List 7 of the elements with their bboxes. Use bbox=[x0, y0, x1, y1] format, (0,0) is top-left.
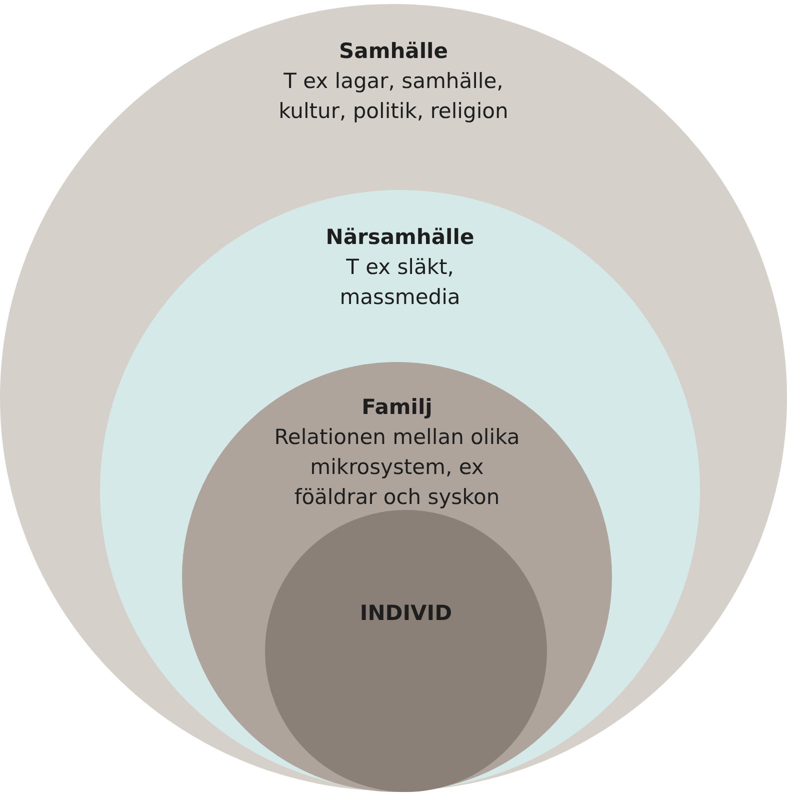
layer-description: T ex släkt, massmedia bbox=[338, 254, 462, 311]
layer-description: Relationen mellan olika mikrosystem, ex föäldrar och syskon bbox=[273, 424, 521, 511]
layer-description: T ex lagar, samhälle, kultur, politik, religion bbox=[278, 68, 510, 125]
layer-heading: Närsamhälle bbox=[324, 224, 476, 251]
layer-heading: Familj bbox=[360, 394, 434, 421]
layer-heading: Samhälle bbox=[338, 38, 449, 65]
layer-heading: INDIVID bbox=[358, 600, 454, 627]
